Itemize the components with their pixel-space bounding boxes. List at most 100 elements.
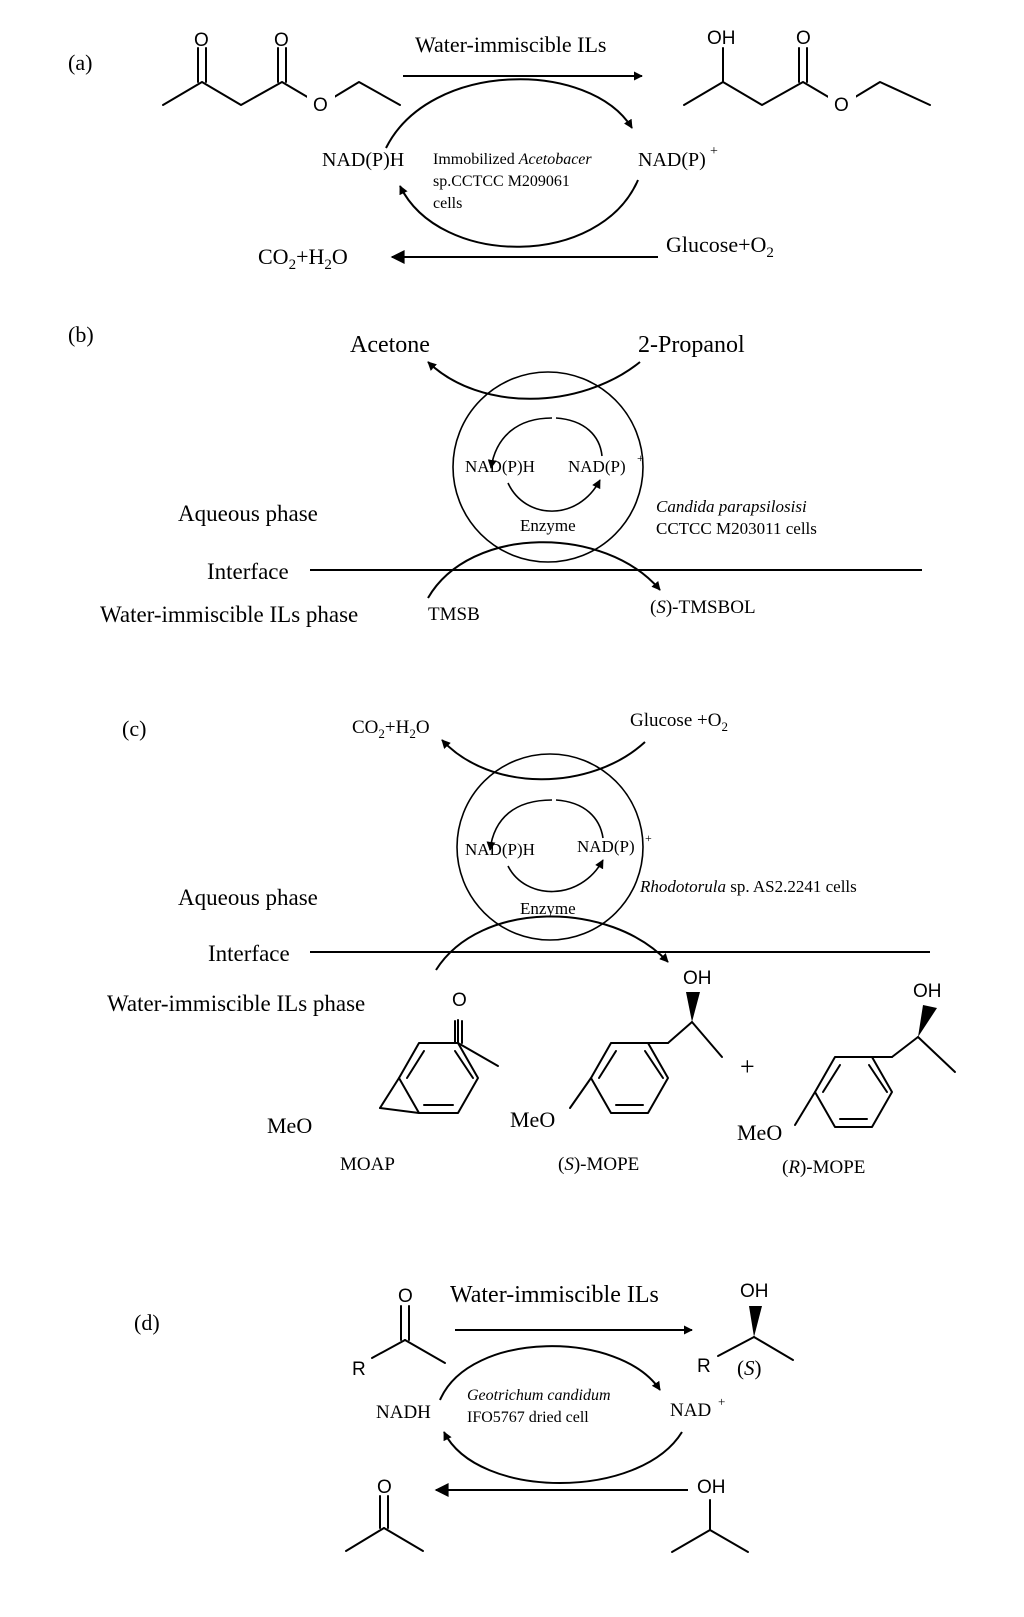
moap-name: MOAP: [340, 1154, 395, 1175]
ester-oxygen-label: O: [313, 95, 328, 116]
panel-a-biocatalyst-prefix: Immobilized: [433, 151, 519, 168]
panel-d-isopropanol-hydroxyl-label: OH: [697, 1477, 726, 1498]
panel-d-nadh: NADH: [376, 1402, 431, 1423]
panel-c-il-phase: Water-immiscible ILs phase: [107, 991, 365, 1016]
panel-a-biocatalyst-line2: sp.CCTCC M209061: [433, 173, 570, 190]
panel-a-nadph: NAD(P)H: [322, 149, 404, 171]
panel-b-aqueous-phase: Aqueous phase: [178, 501, 318, 526]
panel-d-ketone-r-label: R: [352, 1359, 366, 1380]
panel-a-biocatalyst-line1: Immobilized Acetobacer: [433, 151, 592, 168]
panel-c-aqueous-phase: Aqueous phase: [178, 885, 318, 910]
panel-b-2-propanol: 2-Propanol: [638, 332, 745, 358]
moap-oxygen-label: O: [452, 990, 467, 1011]
panel-a-cycle-arc-bottom: [399, 179, 639, 248]
panel-d-strain: IFO5767 dried cell: [467, 1409, 589, 1426]
panel-c-inner-arc-left: [486, 799, 553, 851]
ester-carbonyl-oxygen-label: O: [274, 30, 289, 51]
panel-b-nadph: NAD(P)H: [465, 457, 535, 476]
panel-c-glucose-o2: Glucose +O2: [630, 710, 728, 734]
panel-d-acetone-oxygen-label: O: [377, 1477, 392, 1498]
s-mope-methoxy-label: MeO: [510, 1107, 555, 1132]
panel-d-condition: Water-immiscible ILs: [450, 1282, 659, 1308]
ethyl-hydroxybutyrate-structure: OH O O: [683, 28, 931, 116]
panel-d-alcohol-structure: OH R (S): [697, 1281, 794, 1380]
panel-b-inner-arc-top-right: [555, 417, 603, 457]
panel-a-cycle-arc-top: [385, 78, 633, 149]
panel-b-label: (b): [68, 322, 94, 347]
panel-c-cell-circle: [456, 753, 644, 941]
panel-d-nad-charge: +: [718, 1394, 725, 1409]
panel-c: (c) CO2+H2O Glucose +O2 NAD(P)H NAD(P) +…: [107, 710, 956, 1178]
panel-b: (b) Acetone 2-Propanol NAD(P)H NAD(P) + …: [68, 322, 922, 627]
panel-b-substrate-arc-arrow: [427, 541, 661, 599]
panel-c-co2-h2o: CO2+H2O: [352, 717, 430, 741]
panel-b-strain: CCTCC M203011 cells: [656, 519, 817, 538]
panel-b-il-phase: Water-immiscible ILs phase: [100, 602, 358, 627]
panel-b-acetone: Acetone: [350, 332, 430, 358]
panel-d-alcohol-hydroxyl-label: OH: [740, 1281, 769, 1302]
panel-c-inner-arc-right: [507, 859, 604, 893]
r-mope-name: (R)-MOPE: [782, 1157, 865, 1178]
panel-d: (d) O R Water-immiscible ILs OH R (S) NA…: [134, 1281, 794, 1553]
panel-c-substrate-arc-arrow: [435, 915, 669, 971]
r-mope-methoxy-label: MeO: [737, 1120, 782, 1145]
moap-methoxy-label: MeO: [267, 1113, 312, 1138]
panel-c-label: (c): [122, 716, 146, 741]
panel-a: (a) O O O Water-immiscible ILs OH O O: [68, 28, 931, 273]
ethyl-acetoacetate-structure: O O O: [162, 30, 401, 116]
panel-d-cycle-arc-top: [439, 1345, 661, 1401]
panel-b-s-tmsbol: (S)-TMSBOL: [650, 597, 756, 618]
panel-d-ketone-oxygen-label: O: [398, 1286, 413, 1307]
panel-c-plus-sign: +: [740, 1052, 755, 1081]
panel-a-label: (a): [68, 50, 92, 75]
panel-d-acetone-structure: O: [345, 1477, 424, 1552]
product-carbonyl-oxygen-label: O: [796, 28, 811, 49]
panel-d-alcohol-r-label: R: [697, 1356, 711, 1377]
s-mope-name: (S)-MOPE: [558, 1154, 639, 1175]
panel-c-inner-arc-top-right: [555, 799, 604, 839]
panel-c-organism: Rhodotorula sp. AS2.2241 cells: [639, 877, 857, 896]
s-mope-structure: OH MeO (S)-MOPE: [510, 968, 723, 1175]
panel-b-nadp: NAD(P): [568, 457, 626, 476]
panel-a-co2-h2o: CO2+H2O: [258, 244, 348, 273]
r-mope-wedge-bond: [918, 1005, 937, 1037]
panel-c-nadp: NAD(P): [577, 837, 635, 856]
panel-d-configuration-label: (S): [737, 1356, 762, 1380]
panel-c-nadp-charge: +: [645, 831, 652, 845]
panel-b-organism: Candida parapsilosisi: [656, 497, 807, 516]
panel-b-enzyme: Enzyme: [520, 516, 576, 535]
panel-a-nadp: NAD(P): [638, 149, 706, 171]
panel-a-biocatalyst-genus: Acetobacer: [518, 151, 593, 168]
hydroxyl-label: OH: [707, 28, 736, 49]
panel-b-interface: Interface: [207, 559, 289, 584]
r-mope-structure: OH MeO (R)-MOPE: [737, 981, 956, 1178]
ketone-oxygen-label: O: [194, 30, 209, 51]
panel-b-inner-arc-right: [507, 479, 601, 512]
s-mope-wedge-bond: [686, 992, 700, 1022]
panel-c-nadph: NAD(P)H: [465, 840, 535, 859]
s-mope-hydroxyl-label: OH: [683, 968, 712, 989]
panel-b-cell-circle: [452, 371, 644, 563]
panel-b-nadp-charge: +: [637, 451, 644, 465]
moap-structure: O MeO MOAP: [267, 990, 499, 1175]
panel-a-glucose-o2: Glucose+O2: [666, 232, 774, 261]
panel-d-wedge-bond: [749, 1306, 762, 1337]
panel-d-ketone-structure: O R: [352, 1286, 446, 1380]
panel-a-nadp-charge: +: [710, 144, 718, 159]
panel-b-top-arc-arrow: [427, 361, 641, 400]
panel-b-inner-arc-left: [487, 417, 553, 469]
r-mope-hydroxyl-label: OH: [913, 981, 942, 1002]
panel-c-interface: Interface: [208, 941, 290, 966]
panel-a-condition: Water-immiscible ILs: [415, 32, 606, 57]
panel-d-isopropanol-structure: OH: [671, 1477, 749, 1553]
panel-d-organism: Geotrichum candidum: [467, 1387, 611, 1404]
panel-d-cycle-arc-bottom: [443, 1431, 683, 1484]
panel-d-nad: NAD: [670, 1400, 711, 1421]
panel-b-tmsb: TMSB: [428, 604, 480, 625]
panel-c-top-arc-arrow: [441, 739, 646, 781]
panel-a-biocatalyst-line3: cells: [433, 195, 462, 212]
product-ester-oxygen-label: O: [834, 95, 849, 116]
panel-c-enzyme: Enzyme: [520, 899, 576, 918]
panel-d-label: (d): [134, 1310, 160, 1335]
